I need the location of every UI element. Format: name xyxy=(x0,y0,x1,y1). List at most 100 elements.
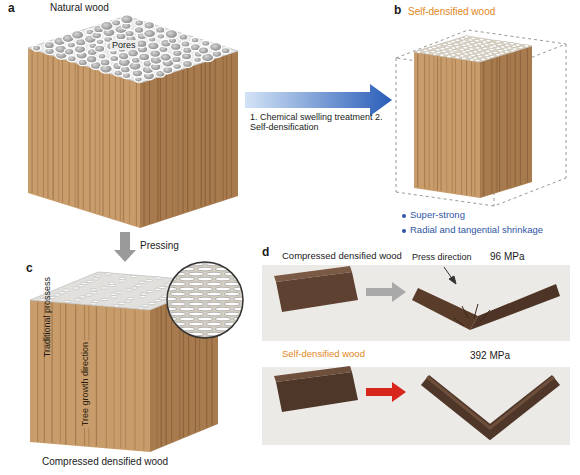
cell xyxy=(91,292,98,294)
cell xyxy=(154,299,161,301)
cell xyxy=(64,300,71,302)
compressed-cell xyxy=(152,332,168,336)
compressed-cell xyxy=(170,302,186,306)
cell xyxy=(493,51,498,54)
cell xyxy=(159,286,166,288)
cell xyxy=(490,42,495,45)
pore xyxy=(155,27,164,34)
process-arrow xyxy=(114,232,136,262)
compressed-cell xyxy=(233,317,249,321)
grain-line xyxy=(424,55,425,189)
grain-line xyxy=(58,59,59,202)
grain-line xyxy=(37,52,38,195)
grain-line xyxy=(182,70,183,213)
wood-face xyxy=(28,48,140,228)
grain-line xyxy=(95,70,96,213)
grain-line xyxy=(461,60,462,194)
compressed-cell xyxy=(233,267,249,271)
wood-face xyxy=(150,282,218,452)
cell xyxy=(470,41,475,44)
compressed-cell xyxy=(152,292,168,296)
grain-line xyxy=(496,58,497,192)
grain-line xyxy=(446,58,447,192)
broken-sample xyxy=(412,288,478,330)
compressed-cell xyxy=(224,312,240,316)
cell xyxy=(431,50,436,53)
cell xyxy=(95,275,102,277)
cell xyxy=(455,56,460,59)
bent-sample xyxy=(427,377,554,428)
magnifier-ring xyxy=(167,262,243,338)
compressed-cell xyxy=(179,277,195,281)
compressed-cell xyxy=(152,322,168,326)
cross-section xyxy=(414,36,532,62)
compressed-cell xyxy=(161,297,177,301)
process-arrow xyxy=(366,382,406,402)
cell xyxy=(462,40,467,43)
panel-title: Self-densified wood xyxy=(408,6,495,18)
pore xyxy=(96,39,104,45)
cell xyxy=(503,41,508,44)
grain-line xyxy=(515,52,516,186)
compressed-cell xyxy=(242,282,258,286)
grain-line xyxy=(520,51,521,185)
grain-line xyxy=(157,308,158,448)
pore xyxy=(32,45,41,51)
cell xyxy=(473,57,478,60)
bullet xyxy=(402,229,406,233)
compressed-cell xyxy=(206,302,222,306)
grain-line xyxy=(474,62,475,196)
cell xyxy=(155,277,162,279)
cell xyxy=(490,55,495,58)
property-bullet: Radial and tangential shrinkage xyxy=(410,225,543,236)
strength-value: 392 MPa xyxy=(470,350,510,362)
grain-line xyxy=(215,59,216,202)
compressed-cell xyxy=(179,317,195,321)
compressed-cell xyxy=(170,332,186,336)
pore xyxy=(135,20,144,26)
direction-label: Press direction xyxy=(412,252,472,262)
grain-line xyxy=(32,50,33,193)
cell xyxy=(497,43,502,46)
compressed-cell xyxy=(233,297,249,301)
cell xyxy=(127,298,134,300)
cell xyxy=(471,37,476,40)
grain-line xyxy=(99,71,100,214)
cell xyxy=(73,287,80,289)
pore xyxy=(112,20,121,26)
cell xyxy=(92,300,99,302)
grain-line xyxy=(417,54,418,188)
pores-label: Pores xyxy=(110,40,138,50)
direction-label: Tree growth direction xyxy=(80,340,90,428)
original-outline xyxy=(396,30,566,206)
grain-line xyxy=(471,62,472,196)
process-arrow xyxy=(245,84,392,116)
cell xyxy=(486,39,491,42)
grain-line xyxy=(429,55,430,189)
compressed-cell xyxy=(170,312,186,316)
cell xyxy=(108,282,115,284)
compressed-cell xyxy=(197,287,213,291)
grain-line xyxy=(83,66,84,209)
sample-photo xyxy=(276,272,358,312)
grain-line xyxy=(114,308,115,448)
grain-line xyxy=(527,48,528,182)
compressed-cell xyxy=(206,272,222,276)
compressed-cell xyxy=(161,327,177,331)
pore xyxy=(121,15,134,24)
compressed-cell xyxy=(179,297,195,301)
compressed-cell xyxy=(152,262,168,266)
grain-line xyxy=(441,57,442,191)
cell xyxy=(135,284,142,286)
cell xyxy=(436,51,441,54)
cell xyxy=(90,303,97,305)
cell xyxy=(100,287,107,289)
cross-section xyxy=(30,272,218,310)
pore xyxy=(125,30,134,37)
cell xyxy=(451,54,456,57)
cell xyxy=(436,49,441,52)
cell xyxy=(481,58,486,61)
grain-line xyxy=(77,65,78,208)
cell xyxy=(515,44,520,47)
compressed-cell xyxy=(161,267,177,271)
